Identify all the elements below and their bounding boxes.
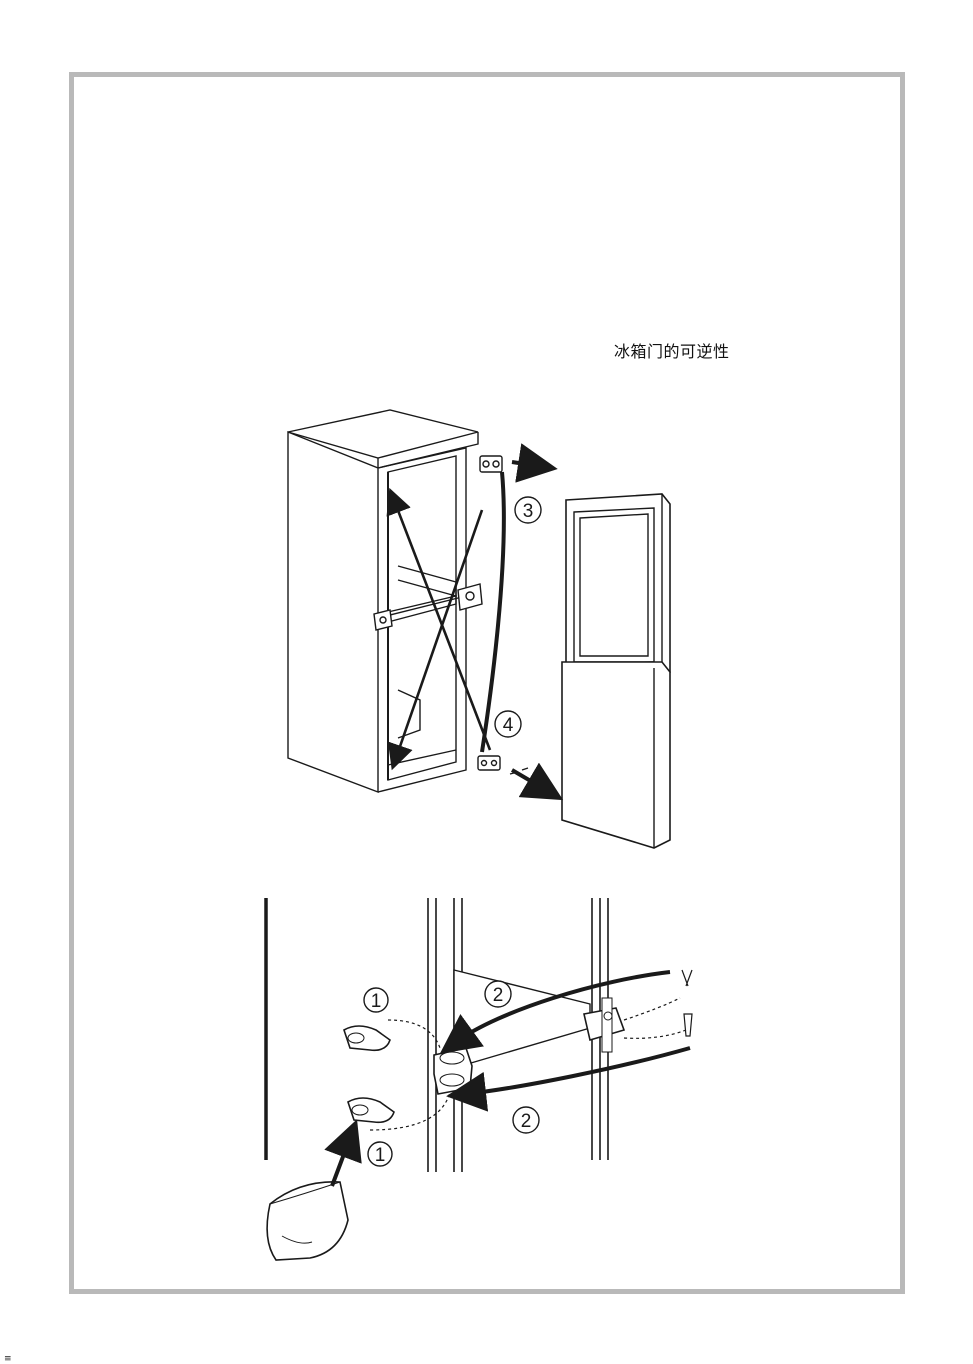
svg-text:3: 3	[523, 501, 534, 522]
hinge-detail-illustration: 1 2 2 1	[240, 890, 730, 1275]
step-label-1-bottom: 1	[368, 1142, 392, 1166]
svg-text:4: 4	[503, 715, 514, 736]
corner-mark: ≡	[4, 1354, 12, 1364]
step-label-4: 4	[495, 711, 521, 737]
svg-text:1: 1	[375, 1145, 386, 1166]
step-label-2-top: 2	[485, 981, 511, 1007]
step-label-2-bottom: 2	[513, 1107, 539, 1133]
page-title: 冰箱门的可逆性	[614, 338, 730, 362]
step-label-3: 3	[515, 497, 541, 523]
fridge-door-removal-illustration: 3 4	[270, 400, 690, 860]
svg-text:2: 2	[521, 1111, 532, 1132]
svg-text:1: 1	[371, 991, 382, 1012]
step-label-1-top: 1	[364, 988, 388, 1012]
svg-text:2: 2	[493, 985, 504, 1006]
